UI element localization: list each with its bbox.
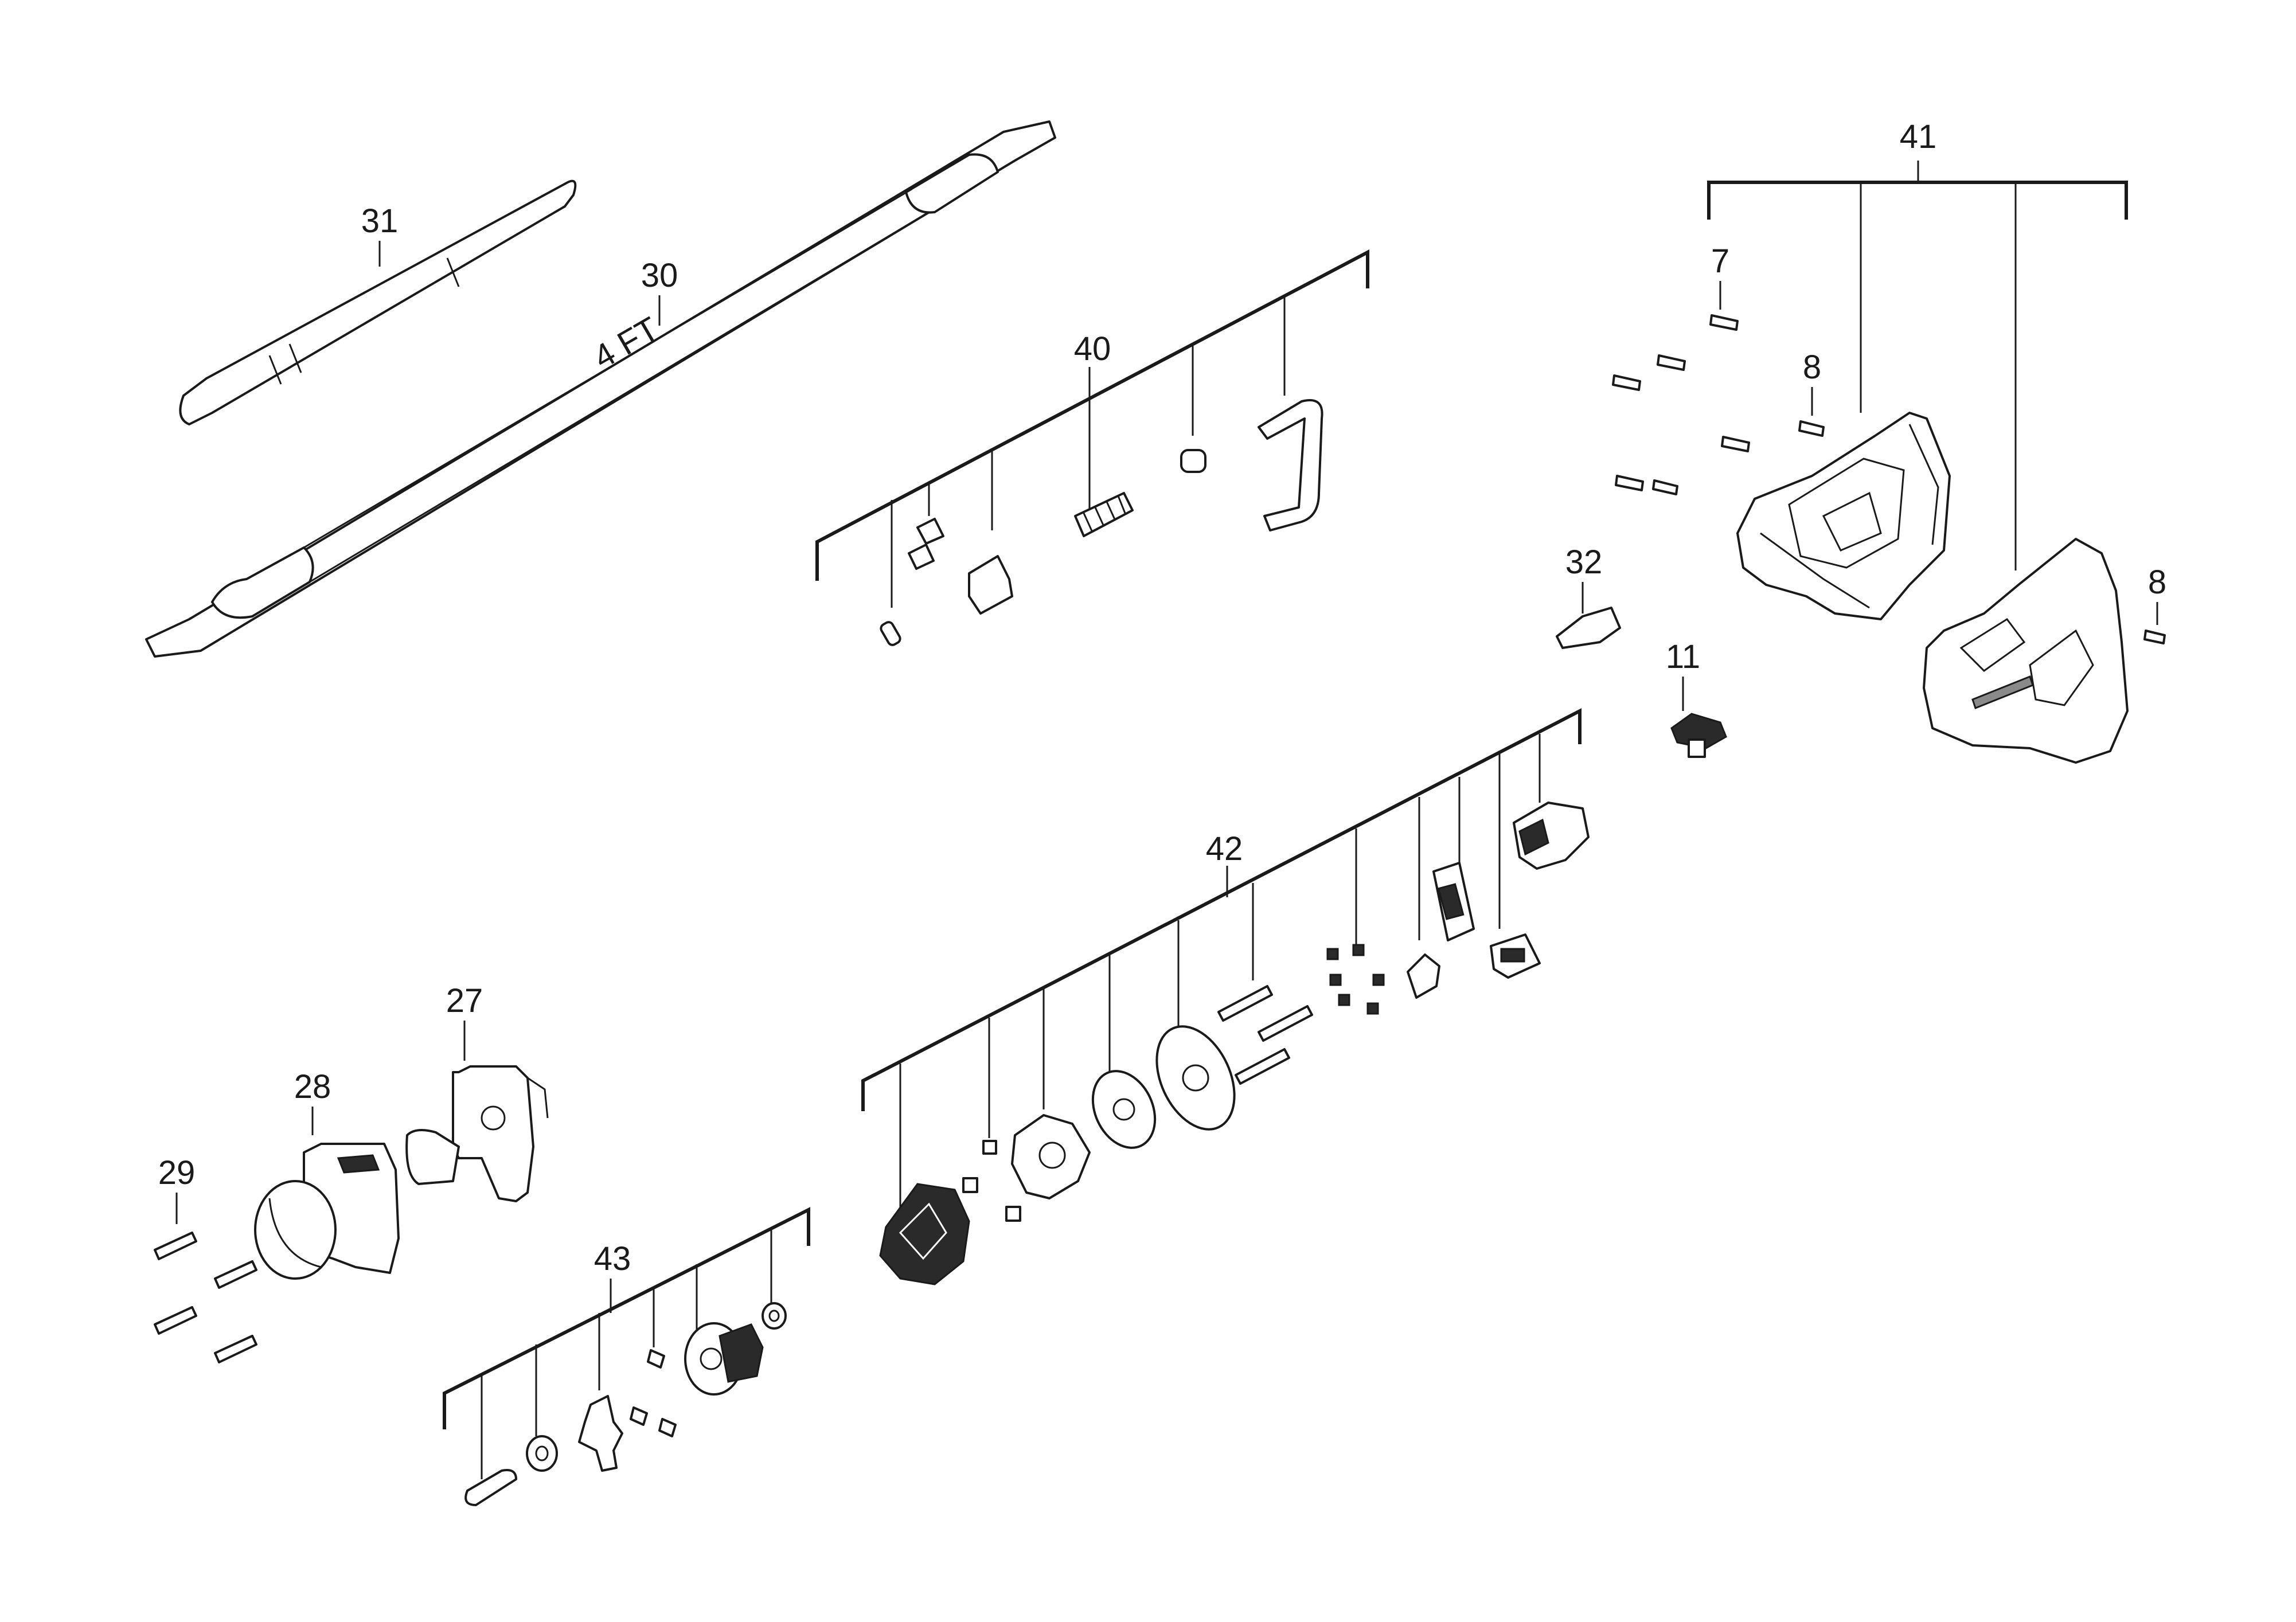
part-42-control-board[interactable] (1432, 862, 1475, 941)
bracket-41 (1707, 181, 2128, 220)
part-40-screw-b[interactable] (908, 544, 935, 570)
part-28-front-housing[interactable] (254, 1143, 400, 1280)
part-40-spring[interactable] (1074, 492, 1134, 537)
callout-41: 41 (1900, 118, 1937, 155)
part-40-block[interactable] (968, 555, 1013, 615)
part-41-housing-right[interactable] (1923, 538, 2129, 764)
part-42-nuts[interactable] (962, 1140, 1021, 1222)
callout-43: 43 (594, 1240, 631, 1277)
bracket-43 (443, 1207, 810, 1429)
part-31-short-shaft[interactable] (179, 179, 577, 425)
callout-40: 40 (1074, 330, 1111, 368)
callout-42: 42 (1206, 830, 1243, 867)
callout-7: 7 (1711, 243, 1729, 280)
part-42-small-nuts[interactable] (1326, 944, 1385, 1015)
part-42-trigger-switch[interactable] (1513, 802, 1590, 870)
callout-29: 29 (158, 1154, 196, 1191)
part-43-spider[interactable] (578, 1395, 623, 1472)
part-29-screws[interactable] (154, 1232, 257, 1363)
part-42-brush-holder[interactable] (1011, 1114, 1091, 1199)
part-40-bushing[interactable] (1180, 449, 1206, 473)
part-43-washer[interactable] (526, 1435, 558, 1472)
callout-8b: 8 (2148, 564, 2166, 601)
part-43-bearing[interactable] (762, 1302, 787, 1330)
part-43-pin[interactable] (464, 1469, 517, 1506)
part-43-small-screws[interactable] (630, 1349, 677, 1437)
part-42-stator[interactable] (879, 1183, 970, 1285)
part-42-end-plate[interactable] (1141, 1014, 1249, 1142)
part-43-rotor[interactable] (684, 1322, 764, 1396)
callout-11: 11 (1666, 638, 1700, 675)
part-40-screw-a[interactable] (916, 518, 944, 545)
callout-27: 27 (446, 982, 483, 1019)
part-40-pin[interactable] (879, 620, 901, 647)
part-42-switch-module[interactable] (1490, 933, 1541, 979)
callout-30: 30 (641, 257, 678, 294)
part-42-long-screws[interactable] (1217, 985, 1313, 1085)
part-11-switch[interactable] (1670, 713, 1727, 758)
bracket-42 (861, 708, 1582, 1111)
part-42-sensor[interactable] (1407, 953, 1440, 999)
part-40-handle-rod[interactable] (1258, 399, 1323, 531)
part-27-gear-housing[interactable] (405, 1065, 549, 1202)
part-41-screws[interactable] (1612, 314, 2166, 644)
callout-32: 32 (1565, 544, 1603, 581)
part-42-insulator-disc[interactable] (1081, 1061, 1167, 1158)
part-30-long-shaft[interactable]: 4 FT (145, 120, 1056, 658)
bracket-40 (815, 249, 1369, 581)
part-32-label[interactable] (1556, 607, 1621, 649)
part-41-housing-left[interactable] (1736, 412, 1951, 620)
callout-31: 31 (361, 202, 399, 240)
callout-8a: 8 (1803, 349, 1821, 386)
callout-28: 28 (294, 1068, 331, 1105)
